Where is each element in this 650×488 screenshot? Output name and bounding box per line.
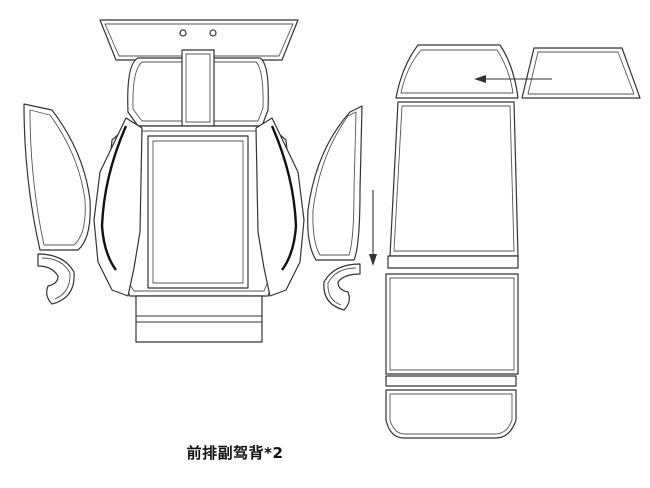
left-wing-piece [23, 103, 91, 251]
backrest-bottom-belt [135, 295, 263, 343]
upper-backrest-panel [127, 49, 269, 127]
rear-lower-strip [385, 375, 517, 387]
rear-lower-panel [385, 273, 519, 375]
left-side-bolster [93, 117, 143, 297]
right-side-bolster [255, 117, 305, 297]
down-arrow-icon [369, 190, 377, 266]
headrest-top-strip [99, 19, 299, 61]
headrest-cap-panel [395, 44, 519, 99]
left-hook-piece [37, 253, 75, 305]
trapezoid-piece [521, 47, 641, 99]
right-wing-piece [307, 105, 363, 261]
diagram-caption: 前排副驾背*2 [186, 444, 284, 462]
rear-bottom-panel [385, 389, 517, 439]
rear-middle-strip [387, 255, 519, 269]
left-arrow-icon [474, 75, 552, 83]
right-hook-piece [323, 263, 361, 311]
rear-back-panel [389, 101, 519, 257]
